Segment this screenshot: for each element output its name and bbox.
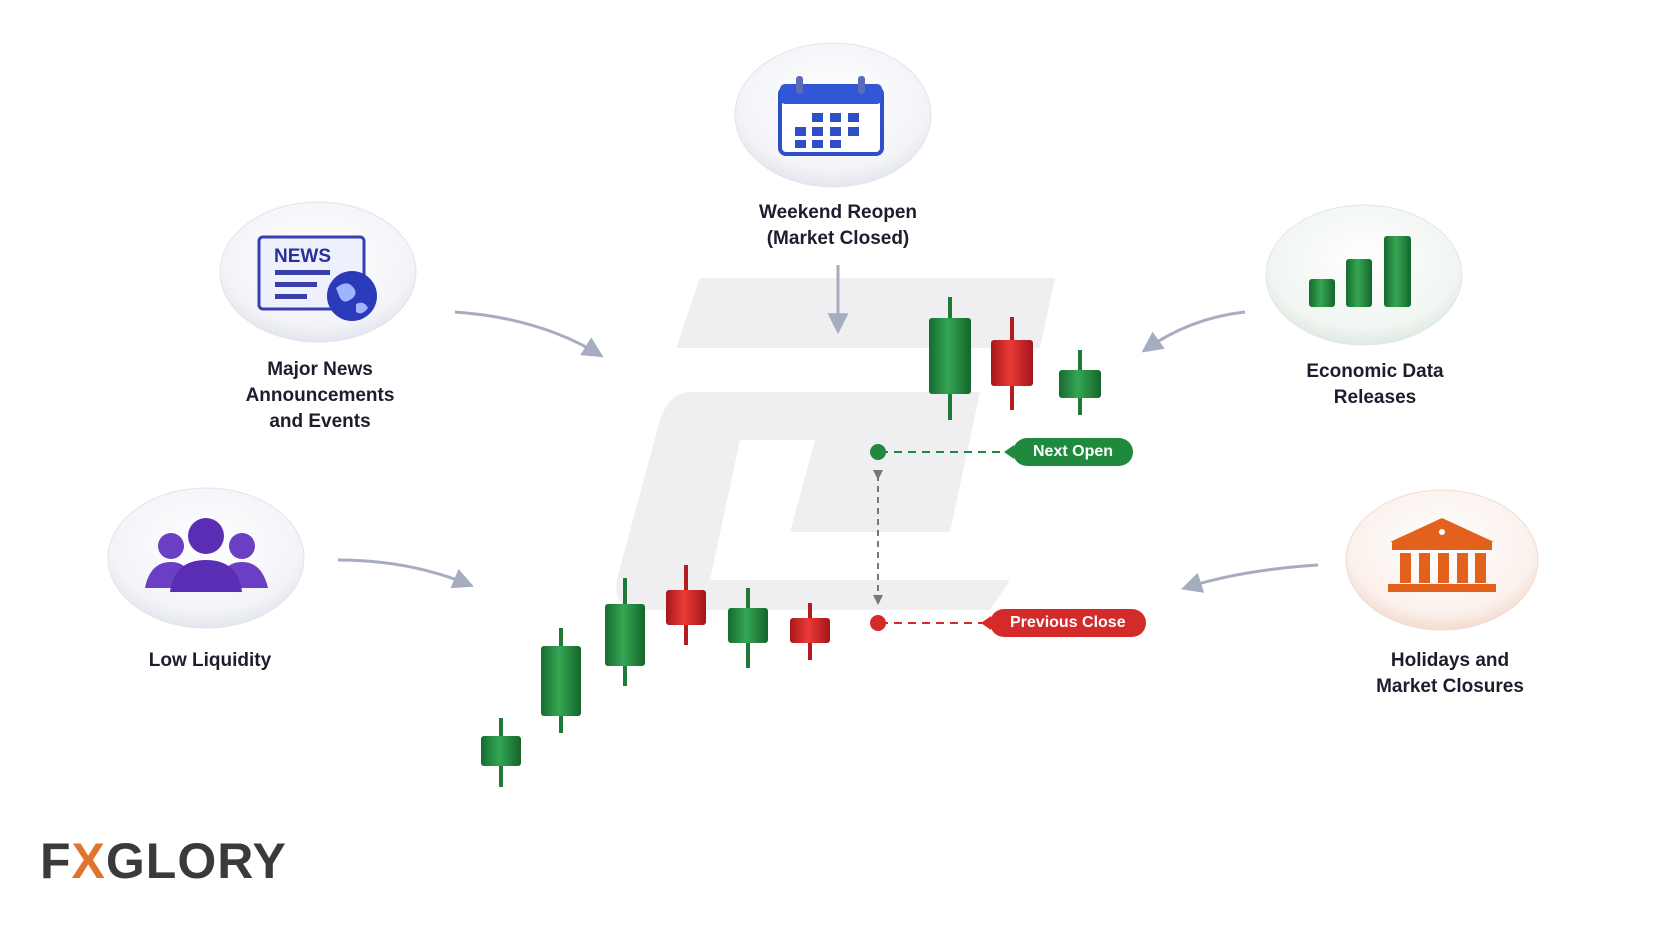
calendar-icon	[734, 42, 932, 188]
bar-chart-icon	[1265, 204, 1463, 346]
candle-bear-2	[790, 603, 830, 660]
candlestick-series	[481, 297, 1101, 787]
gap-indicator	[870, 444, 1008, 631]
arrow-economic	[1141, 310, 1246, 353]
label-low-liquidity: Low Liquidity	[148, 650, 272, 671]
candle-bull-1	[481, 718, 521, 787]
arrow-holidays	[1181, 563, 1319, 593]
news-globe-icon: NEWS	[219, 201, 417, 343]
candle-bull-2	[541, 628, 581, 733]
svg-text:NEWS: NEWS	[274, 246, 331, 267]
candle-bull-6	[1059, 350, 1101, 415]
label-weekend-reopen: Weekend Reopen(Market Closed)	[758, 202, 918, 249]
connector-arrows	[337, 265, 1319, 593]
arrow-liquidity	[337, 558, 474, 589]
candle-bull-3	[605, 578, 645, 686]
people-group-icon	[107, 487, 305, 629]
watermark-logo-shape	[616, 278, 1055, 610]
next-open-tag: Next Open	[1003, 438, 1134, 466]
candle-bear-3	[991, 317, 1033, 410]
candle-bull-5	[929, 297, 971, 420]
arrow-news	[454, 310, 604, 358]
candle-bull-4	[728, 588, 768, 668]
previous-close-tag: Previous Close	[981, 609, 1146, 637]
bank-building-icon	[1345, 489, 1539, 631]
candle-bear-1	[666, 565, 706, 645]
brand-logo: FXGLORY	[40, 833, 287, 889]
